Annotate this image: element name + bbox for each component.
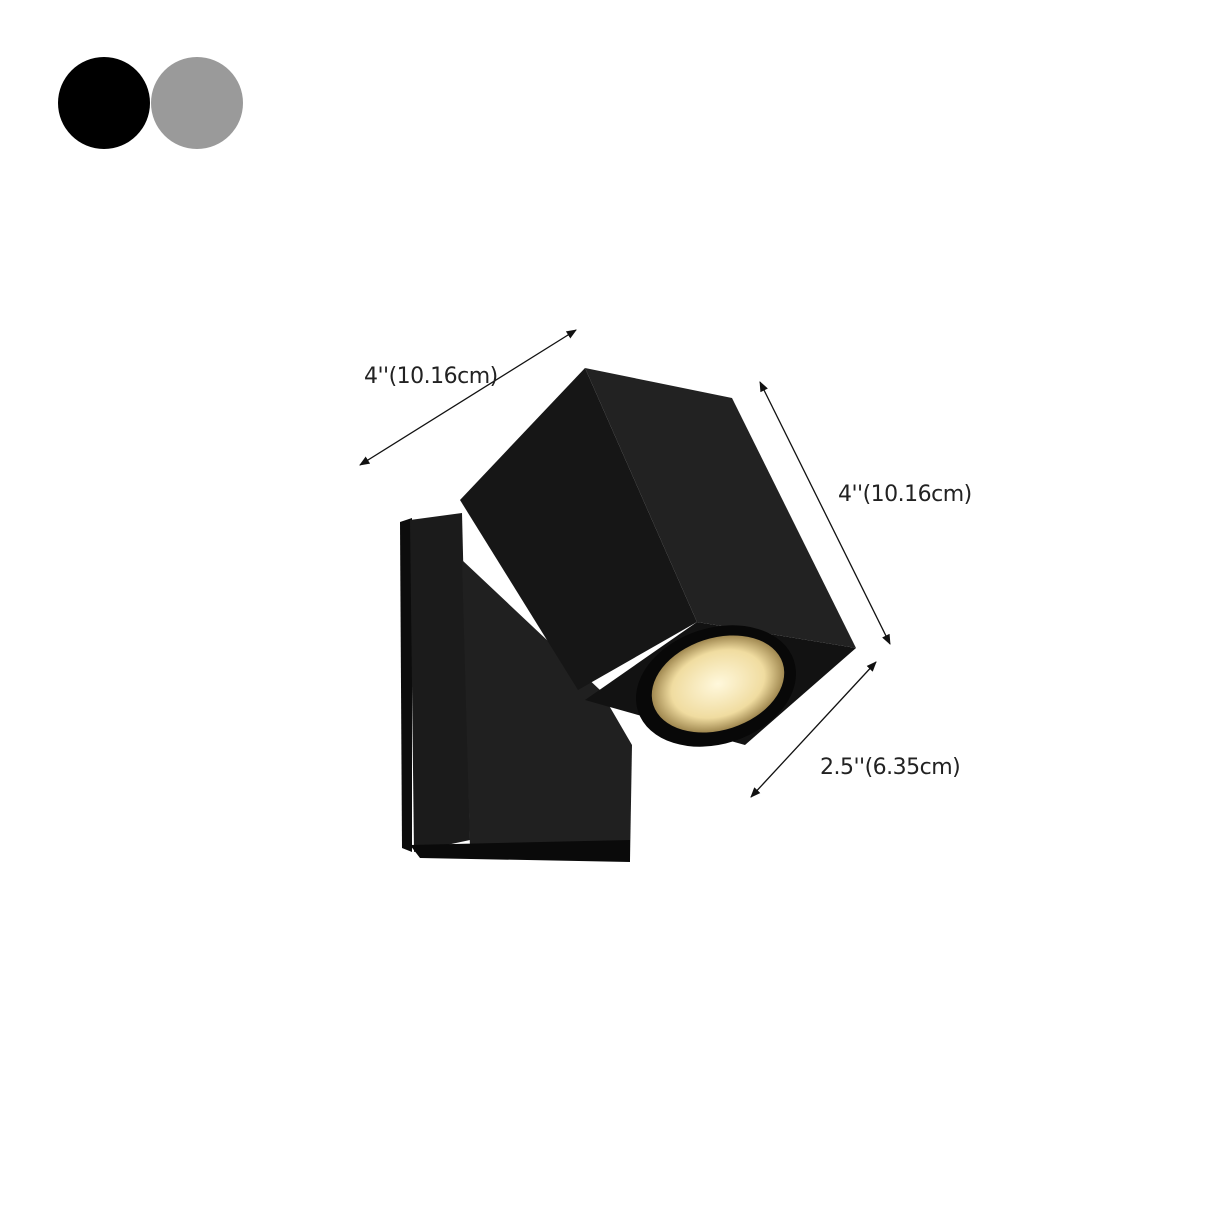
depth-dimension-line bbox=[750, 661, 877, 798]
wall-plate-bottom bbox=[410, 840, 630, 862]
color-swatch-black[interactable] bbox=[58, 57, 150, 149]
length-label: 4''(10.16cm) bbox=[838, 482, 972, 507]
width-label: 4''(10.16cm) bbox=[364, 364, 498, 389]
lamp-neck bbox=[462, 560, 632, 860]
width-dimension-line bbox=[359, 329, 577, 466]
wall-plate-side bbox=[400, 518, 412, 852]
wall-plate bbox=[410, 513, 470, 852]
color-swatch-gray[interactable] bbox=[151, 57, 243, 149]
length-dimension-line bbox=[759, 381, 891, 645]
depth-label: 2.5''(6.35cm) bbox=[820, 755, 961, 780]
